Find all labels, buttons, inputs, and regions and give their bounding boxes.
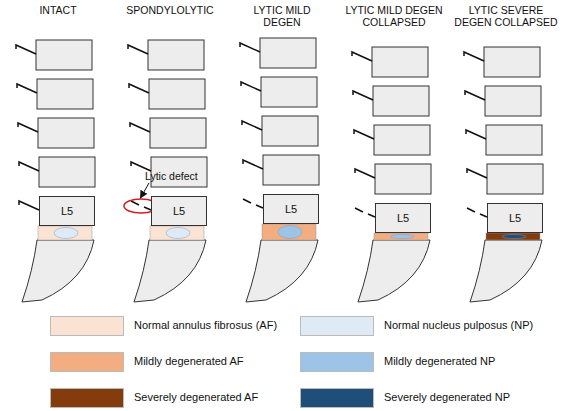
sacrum: [246, 240, 318, 302]
vertebra-label: L5: [285, 203, 297, 215]
vertebra-l5: L5: [487, 203, 543, 233]
callout-arrow: [141, 183, 149, 197]
posterior-element: [242, 121, 262, 130]
vertebra-label: L5: [509, 212, 521, 224]
vertebra: [261, 77, 317, 107]
vertebra: [39, 157, 95, 187]
vertebra: [486, 125, 542, 155]
nucleus-pulposus: [278, 226, 302, 239]
posterior-element: [240, 43, 260, 52]
vertebra: [260, 38, 316, 68]
posterior-element: [241, 82, 261, 91]
panel-title: INTACT: [13, 4, 103, 16]
nucleus-pulposus: [390, 235, 414, 239]
annulus-fibrosus: [150, 226, 204, 240]
sacrum: [22, 240, 94, 302]
panel-title: LYTIC SEVERE DEGEN COLLAPSED: [451, 4, 561, 28]
posterior-element: [18, 123, 38, 132]
legend-swatch: [300, 388, 374, 408]
nucleus-pulposus: [166, 228, 190, 239]
posterior-element: [352, 52, 372, 61]
posterior-element: [465, 91, 485, 100]
posterior-element: [355, 169, 375, 178]
posterior-element: [19, 201, 39, 210]
lytic-posterior-element: [355, 208, 375, 217]
legend-text: Normal annulus fibrosus (AF): [134, 319, 277, 332]
vertebra: [150, 118, 206, 148]
annulus-fibrosus: [374, 233, 428, 240]
vertebra: [372, 47, 428, 77]
sacrum: [134, 240, 206, 302]
posterior-element: [466, 130, 486, 139]
vertebra-l5: L5: [375, 203, 431, 233]
posterior-element: [464, 52, 484, 61]
vertebra-label: L5: [61, 205, 73, 217]
posterior-element: [128, 45, 148, 54]
vertebra: [373, 86, 429, 116]
legend-swatch: [300, 316, 374, 336]
legend-swatch: [50, 316, 124, 336]
vertebra-l5: L5: [151, 196, 207, 226]
nucleus-pulposus: [54, 228, 78, 239]
legend-swatch: [50, 352, 124, 372]
annulus-fibrosus: [486, 233, 540, 240]
posterior-element: [467, 169, 487, 178]
nucleus-pulposus: [502, 235, 526, 239]
lytic-posterior-element: [243, 199, 263, 208]
annulus-fibrosus: [262, 224, 316, 240]
vertebra: [484, 47, 540, 77]
legend-text: Mildly degenerated AF: [134, 355, 243, 368]
posterior-element: [17, 84, 37, 93]
posterior-element: [129, 84, 149, 93]
legend-swatch: [300, 352, 374, 372]
legend-text: Severely degenerated NP: [384, 391, 510, 404]
lytic-posterior-element: [131, 201, 151, 210]
panel-title: LYTIC MILD DEGEN COLLAPSED: [339, 4, 449, 28]
callout-label: Lytic defect: [145, 170, 198, 182]
vertebra-label: L5: [397, 212, 409, 224]
legend-text: Mildly degenerated NP: [384, 355, 495, 368]
posterior-element: [353, 91, 373, 100]
vertebra: [149, 79, 205, 109]
legend-swatch: [50, 388, 124, 408]
posterior-element: [19, 162, 39, 171]
legend-text: Normal nucleus pulposus (NP): [384, 319, 533, 332]
posterior-element: [354, 130, 374, 139]
annulus-fibrosus: [38, 226, 92, 240]
vertebra: [262, 116, 318, 146]
vertebra: [38, 118, 94, 148]
legend-text: Severely degenerated AF: [134, 391, 258, 404]
vertebra: [263, 155, 319, 185]
sacrum: [358, 240, 430, 302]
vertebra-l5: L5: [39, 196, 95, 226]
posterior-element: [131, 162, 151, 171]
panel-title: SPONDYLOLYTIC: [120, 4, 220, 16]
lytic-posterior-element: [467, 208, 487, 217]
vertebra-label: L5: [173, 205, 185, 217]
posterior-element: [243, 160, 263, 169]
vertebra-l5: L5: [263, 194, 319, 224]
vertebra: [36, 40, 92, 70]
vertebra: [487, 164, 543, 194]
panel-title: LYTIC MILD DEGEN: [242, 4, 322, 28]
posterior-element: [16, 45, 36, 54]
vertebra: [148, 40, 204, 70]
vertebra: [374, 125, 430, 155]
sacrum: [470, 240, 542, 302]
vertebra: [485, 86, 541, 116]
vertebra: [37, 79, 93, 109]
posterior-element: [130, 123, 150, 132]
vertebra: [375, 164, 431, 194]
